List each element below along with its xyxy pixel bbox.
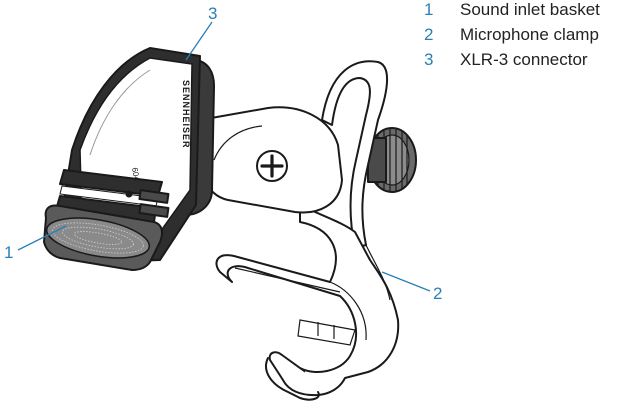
legend-number: 1 (424, 0, 434, 19)
legend-item: 1 Sound inlet basket (418, 0, 622, 25)
legend-item: 3 XLR-3 connector (418, 50, 622, 75)
legend-item: 2 Microphone clamp (418, 25, 622, 50)
brand-marking: SENNHEISER (181, 80, 191, 149)
callout-3: 3 (185, 4, 217, 61)
legend-number: 3 (424, 50, 434, 69)
callout-3-number: 3 (208, 4, 217, 23)
model-marking: 604 (130, 167, 141, 182)
legend-label: Microphone clamp (460, 25, 599, 44)
callout-2: 2 (381, 271, 442, 303)
microphone-body: SENNHEISER 604 (55, 47, 215, 262)
clamp-knob (367, 127, 417, 193)
parts-legend: 1 Sound inlet basket 2 Microphone clamp … (418, 0, 622, 75)
callout-2-number: 2 (433, 284, 442, 303)
microphone-clamp (197, 60, 417, 401)
callout-1-number: 1 (4, 243, 13, 262)
legend-number: 2 (424, 25, 434, 44)
legend-label: XLR-3 connector (460, 50, 588, 69)
callout-1: 1 (4, 225, 67, 262)
sound-inlet-basket (43, 204, 163, 271)
legend-label: Sound inlet basket (460, 0, 600, 19)
